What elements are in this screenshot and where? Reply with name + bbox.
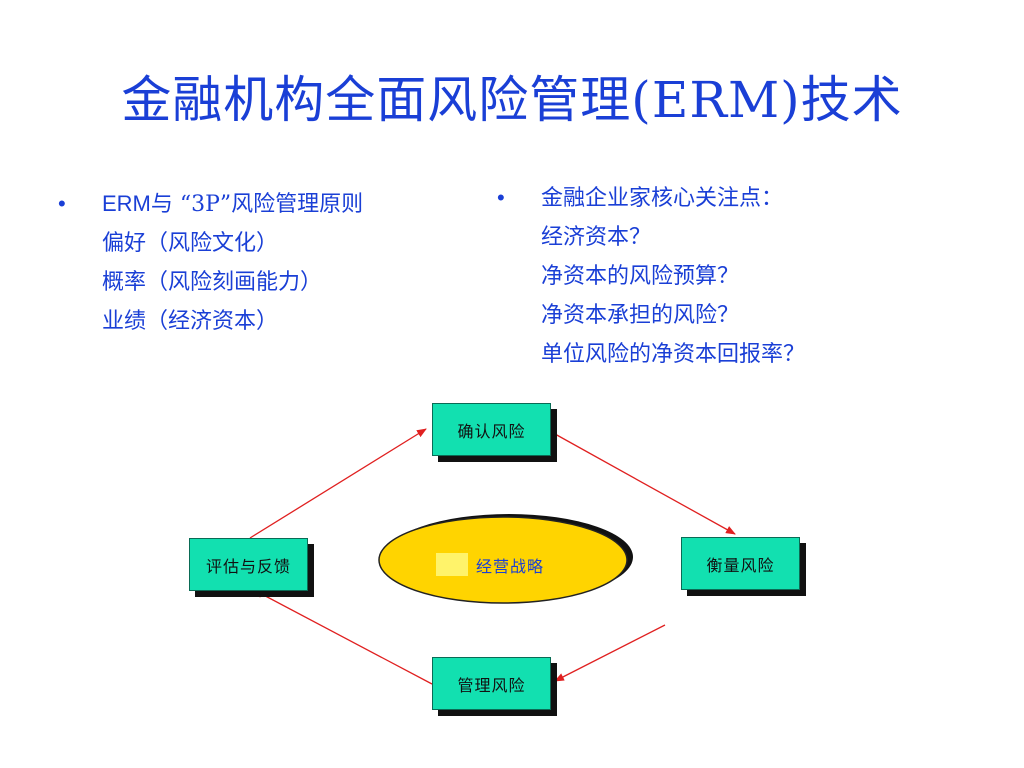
left-bullet-list: • ERM与 “3P”风险管理原则 偏好（风险文化） 概率（风险刻画能力） 业绩…: [58, 184, 478, 341]
right-bullet-heading: 金融企业家核心关注点：: [541, 186, 784, 211]
left-line-2: 概率（风险刻画能力）: [102, 270, 323, 295]
right-line-1: 经济资本？: [541, 225, 652, 250]
center-strategy-label: 经营战略: [476, 557, 545, 576]
left-line-1: 偏好（风险文化）: [102, 231, 279, 256]
left-bullet-item: • ERM与 “3P”风险管理原则: [58, 184, 478, 224]
right-bullet-list: • 金融企业家核心关注点： 经济资本？ 净资本的风险预算？ 净资本承担的风险？ …: [497, 178, 917, 374]
right-line-4: 单位风险的净资本回报率？: [541, 342, 806, 367]
node-evaluate-feedback: 评估与反馈: [189, 538, 308, 591]
arrow-manage-to-evaluate: [253, 589, 433, 685]
slide-title: 金融机构全面风险管理(ERM)技术: [121, 71, 903, 129]
strategy-highlight-box: [436, 553, 468, 576]
left-line-3: 业绩（经济资本）: [102, 309, 279, 334]
center-ellipse: [378, 516, 628, 604]
arrow-identify-to-measure: [554, 433, 736, 535]
bullet-icon: •: [497, 185, 505, 210]
right-line-3: 净资本承担的风险？: [541, 303, 740, 328]
left-bullet-heading: ERM与 “3P”风险管理原则: [102, 184, 363, 224]
node-manage-risk: 管理风险: [432, 657, 551, 710]
right-line-2: 净资本的风险预算？: [541, 264, 740, 289]
node-identify-risk: 确认风险: [432, 403, 551, 456]
right-bullet-item: • 金融企业家核心关注点：: [497, 178, 917, 218]
arrow-evaluate-to-identify: [249, 428, 427, 539]
left-heading-rest: 与 “3P”风险管理原则: [150, 192, 364, 217]
erm-text: ERM: [102, 191, 151, 216]
node-measure-risk: 衡量风险: [681, 537, 800, 590]
arrow-measure-to-manage: [554, 624, 666, 682]
bullet-icon: •: [58, 191, 66, 216]
